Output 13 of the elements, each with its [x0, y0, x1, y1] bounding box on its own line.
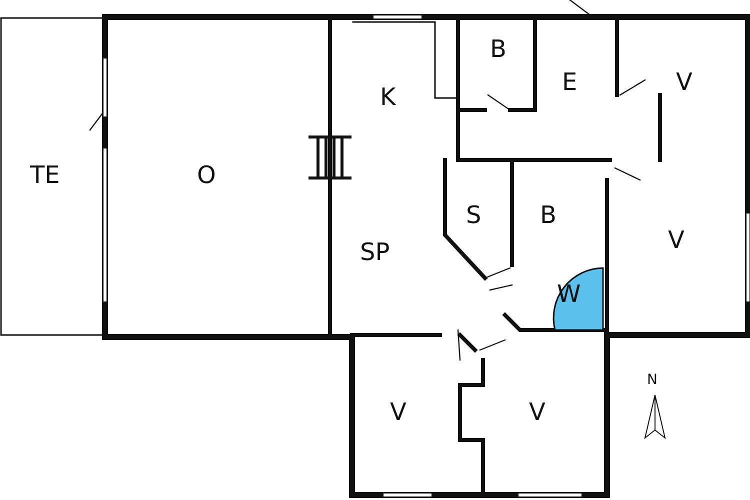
room-label: V: [390, 400, 406, 424]
room-label: E: [562, 70, 578, 94]
room-label: V: [529, 400, 546, 424]
room-label: TE: [30, 163, 60, 187]
room-label: V: [668, 228, 684, 252]
compass-label: N: [647, 373, 658, 387]
room-label: SP: [360, 240, 390, 264]
room-label: V: [676, 70, 692, 94]
room-label: K: [380, 85, 396, 109]
room-label: S: [466, 203, 482, 227]
room-label: B: [490, 37, 506, 61]
room-label: B: [540, 203, 556, 227]
room-label: O: [197, 163, 216, 187]
